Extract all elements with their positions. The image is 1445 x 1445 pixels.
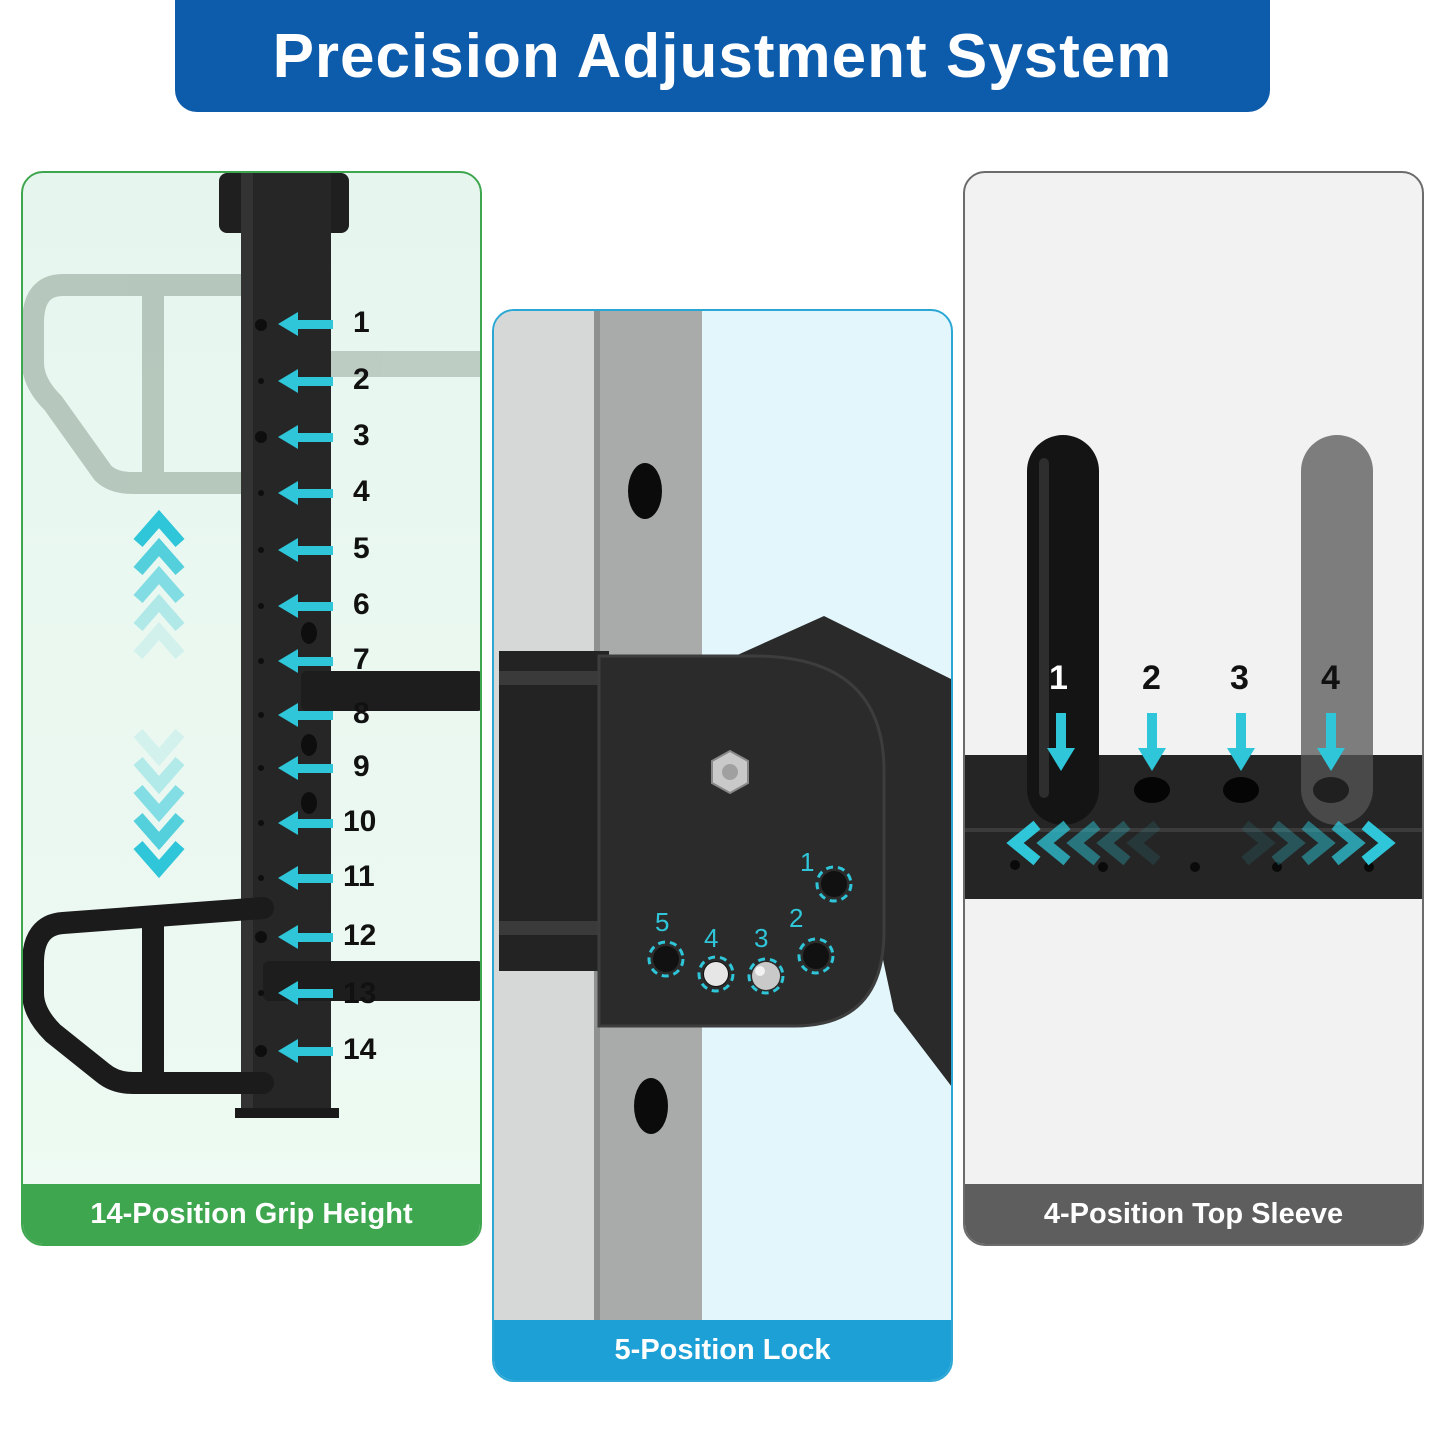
position-arrows (278, 312, 333, 1063)
chevron-right-icon (1271, 820, 1306, 866)
grip-position-13: 13 (343, 977, 377, 1010)
chevron-down-icon (133, 729, 185, 767)
grip-position-5: 5 (353, 532, 370, 565)
chevron-up-icon (133, 621, 185, 659)
down-arrow-icon (1317, 713, 1345, 771)
left-arrow-icon (278, 703, 333, 727)
chevron-right-icon (1241, 820, 1276, 866)
faded-post (1301, 435, 1373, 825)
grip-position-12: 12 (343, 919, 377, 952)
chevron-left-icon (1066, 820, 1101, 866)
faded-handle (23, 274, 480, 494)
grip-position-3: 3 (353, 419, 370, 452)
chevron-down-icon (133, 813, 185, 851)
left-arrow-icon (278, 811, 333, 835)
grip-position-8: 8 (353, 697, 370, 730)
chevron-down-icon (133, 841, 185, 879)
chevron-up-icon (133, 509, 185, 547)
chevron-left-icon (1096, 820, 1131, 866)
chevron-right-icon (1331, 820, 1366, 866)
grip-position-14: 14 (343, 1033, 377, 1066)
sleeve-position-3: 3 (1230, 659, 1249, 697)
lock-position-3: 3 (754, 923, 769, 953)
left-arrow-icon (278, 369, 333, 393)
title-banner: Precision Adjustment System (175, 0, 1270, 112)
left-arrow-icon (278, 981, 333, 1005)
down-arrow-icon (1227, 713, 1255, 771)
chevron-up-icon (133, 565, 185, 603)
left-arrow-icon (278, 425, 333, 449)
left-arrow-icon (278, 1039, 333, 1063)
lock-pin (752, 962, 780, 990)
sleeve-panel: 1 2 3 4 4-Position Top Sleeve (963, 171, 1424, 1246)
column-base (235, 1108, 339, 1118)
chevron-left-icon (1036, 820, 1071, 866)
middle-bar (301, 671, 480, 711)
lower-handle (23, 897, 274, 1094)
sleeve-position-4: 4 (1321, 659, 1340, 697)
left-arrow-icon (278, 925, 333, 949)
chevron-right-icon (1361, 820, 1396, 866)
left-arrow-icon (278, 866, 333, 890)
grip-position-10: 10 (343, 805, 377, 838)
left-arrow-icon (278, 649, 333, 673)
chevron-down-icon (133, 757, 185, 795)
sleeve-position-2: 2 (1142, 659, 1161, 697)
column (241, 173, 331, 1113)
left-arrow-icon (278, 481, 333, 505)
grip-position-4: 4 (353, 475, 370, 508)
chevron-down-icon (133, 785, 185, 823)
chevron-up-icon (133, 593, 185, 631)
lock-plate (599, 656, 884, 1026)
down-arrow-icon (1138, 713, 1166, 771)
lock-caption: 5-Position Lock (494, 1320, 951, 1380)
lock-illustration (494, 311, 951, 1380)
sleeve-illustration (965, 435, 1422, 899)
lock-position-4: 4 (704, 923, 719, 953)
lock-panel: 1 2 3 4 5 5-Position Lock (492, 309, 953, 1382)
left-tube (499, 651, 609, 971)
grip-height-illustration (23, 173, 480, 1118)
grip-position-11: 11 (343, 860, 375, 893)
chevron-up-group (133, 509, 185, 659)
left-arrow-icon (278, 538, 333, 562)
grip-position-1: 1 (353, 306, 370, 339)
lock-position-1: 1 (800, 847, 815, 877)
left-arrow-icon (278, 756, 333, 780)
grip-position-6: 6 (353, 588, 370, 621)
chevron-right-icon (1301, 820, 1336, 866)
chevron-down-group (133, 729, 185, 879)
sleeve-position-1: 1 (1049, 659, 1068, 697)
chevron-left-icon (1126, 820, 1161, 866)
grip-height-panel: 1 2 3 4 5 6 7 8 9 10 11 12 13 14 14-Posi… (21, 171, 482, 1246)
grip-height-caption: 14-Position Grip Height (23, 1184, 480, 1244)
chevron-left-icon (1006, 820, 1041, 866)
down-arrow-icon (1047, 713, 1075, 771)
grip-position-9: 9 (353, 750, 370, 783)
lock-position-5: 5 (655, 907, 670, 937)
left-arrow-icon (278, 312, 333, 336)
grip-position-2: 2 (353, 363, 370, 396)
page-title: Precision Adjustment System (272, 21, 1173, 91)
chevron-up-icon (133, 537, 185, 575)
left-arrow-icon (278, 594, 333, 618)
grip-position-7: 7 (353, 643, 370, 676)
sleeve-caption: 4-Position Top Sleeve (965, 1184, 1422, 1244)
lock-position-2: 2 (789, 903, 804, 933)
